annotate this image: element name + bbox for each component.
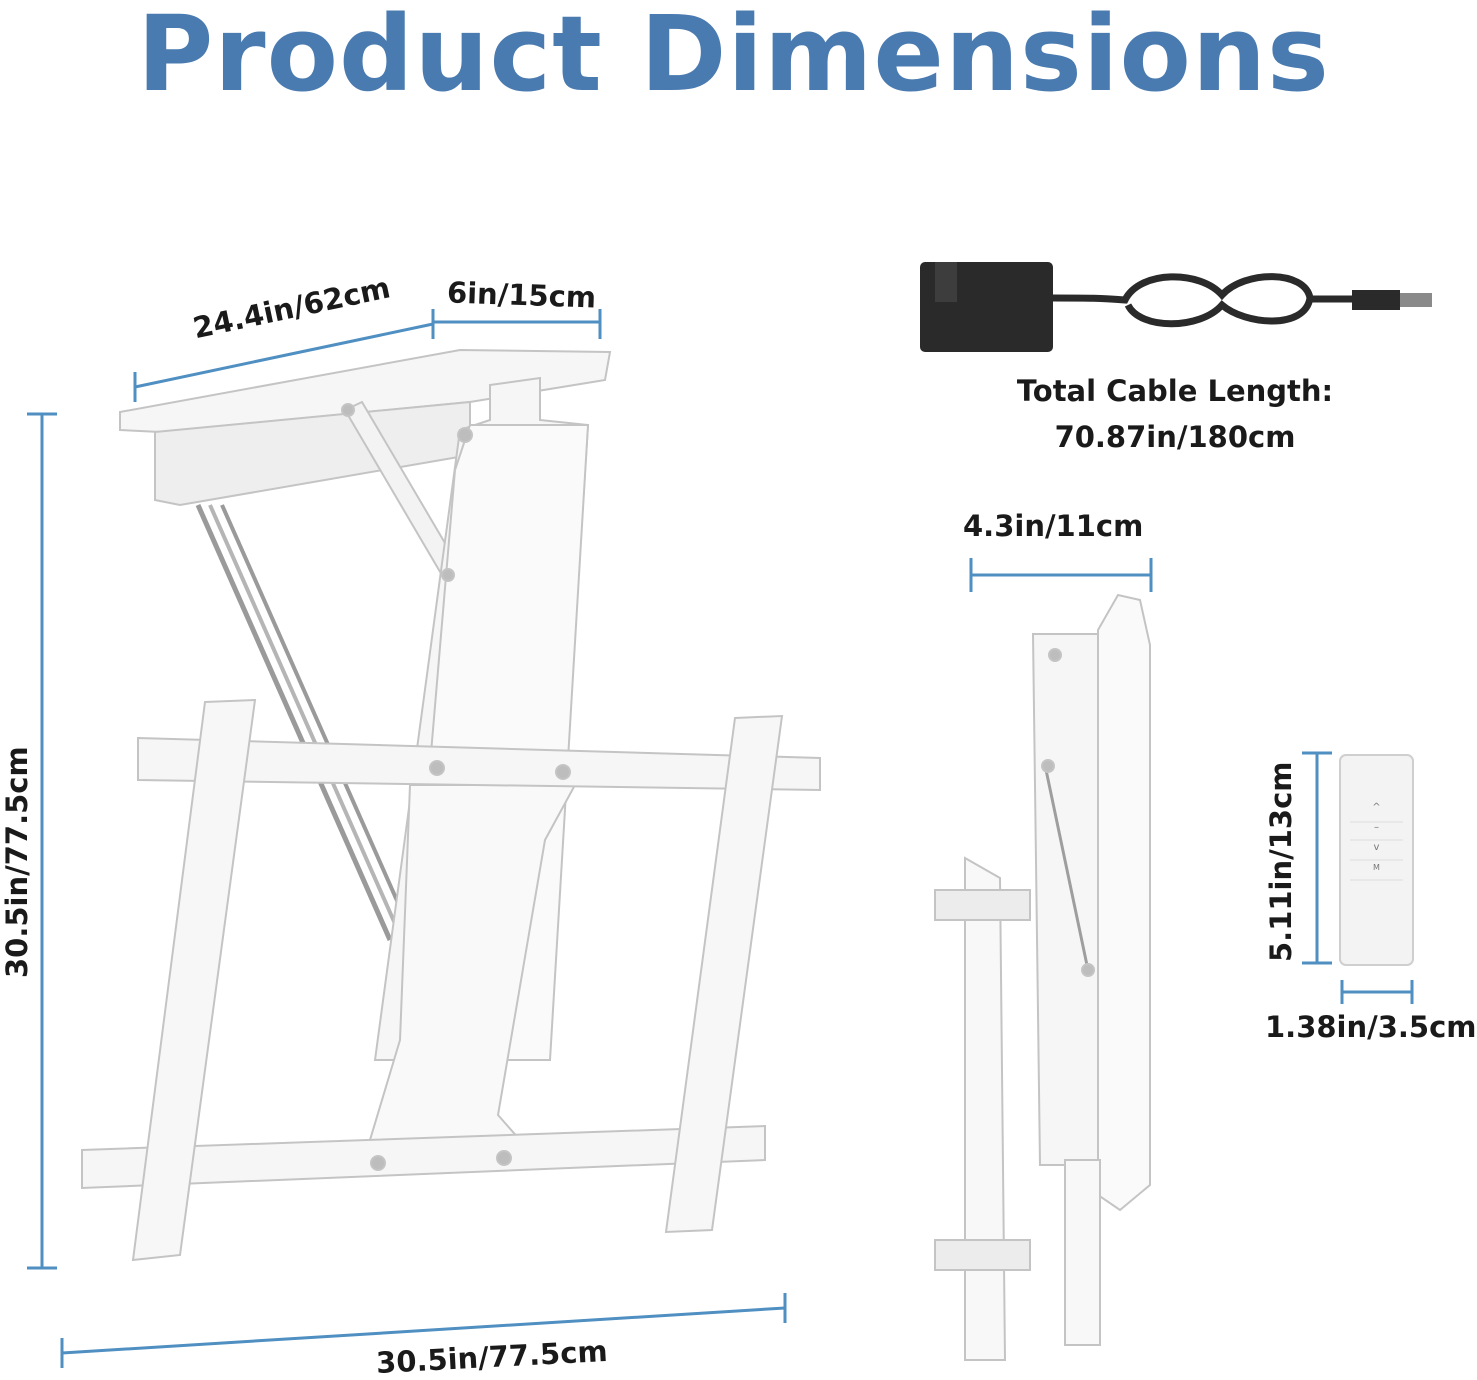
remote-memory-button: M <box>1373 863 1380 872</box>
cable-length-label: Total Cable Length: 70.87in/180cm <box>1000 368 1350 460</box>
remote-width-label: 1.38in/3.5cm <box>1265 1010 1477 1044</box>
remote-down-button: v <box>1373 842 1380 853</box>
cable-length-title: Total Cable Length: <box>1016 374 1334 408</box>
remote-control-illustration <box>1339 754 1414 966</box>
remote-height-label: 5.11in/13cm <box>1264 761 1298 963</box>
page-title: Product Dimensions <box>137 0 1330 115</box>
ceiling-mount-illustration <box>81 348 821 1262</box>
top-depth-label: 6in/15cm <box>446 275 597 315</box>
height-label: 30.5in/77.5cm <box>0 746 34 978</box>
remote-stop-button: – <box>1374 822 1379 833</box>
remote-buttons: ^ – v M <box>1340 798 1413 878</box>
side-view-dimension-line <box>969 558 1153 592</box>
remote-up-button: ^ <box>1372 802 1381 813</box>
remote-dimension-lines <box>1302 751 1414 1004</box>
side-view-illustration <box>934 593 1151 1361</box>
mount-dimension-lines <box>27 309 787 1368</box>
side-depth-label: 4.3in/11cm <box>963 509 1144 543</box>
cable-length-value: 70.87in/180cm <box>1054 420 1296 454</box>
power-adapter-illustration <box>920 262 1432 352</box>
